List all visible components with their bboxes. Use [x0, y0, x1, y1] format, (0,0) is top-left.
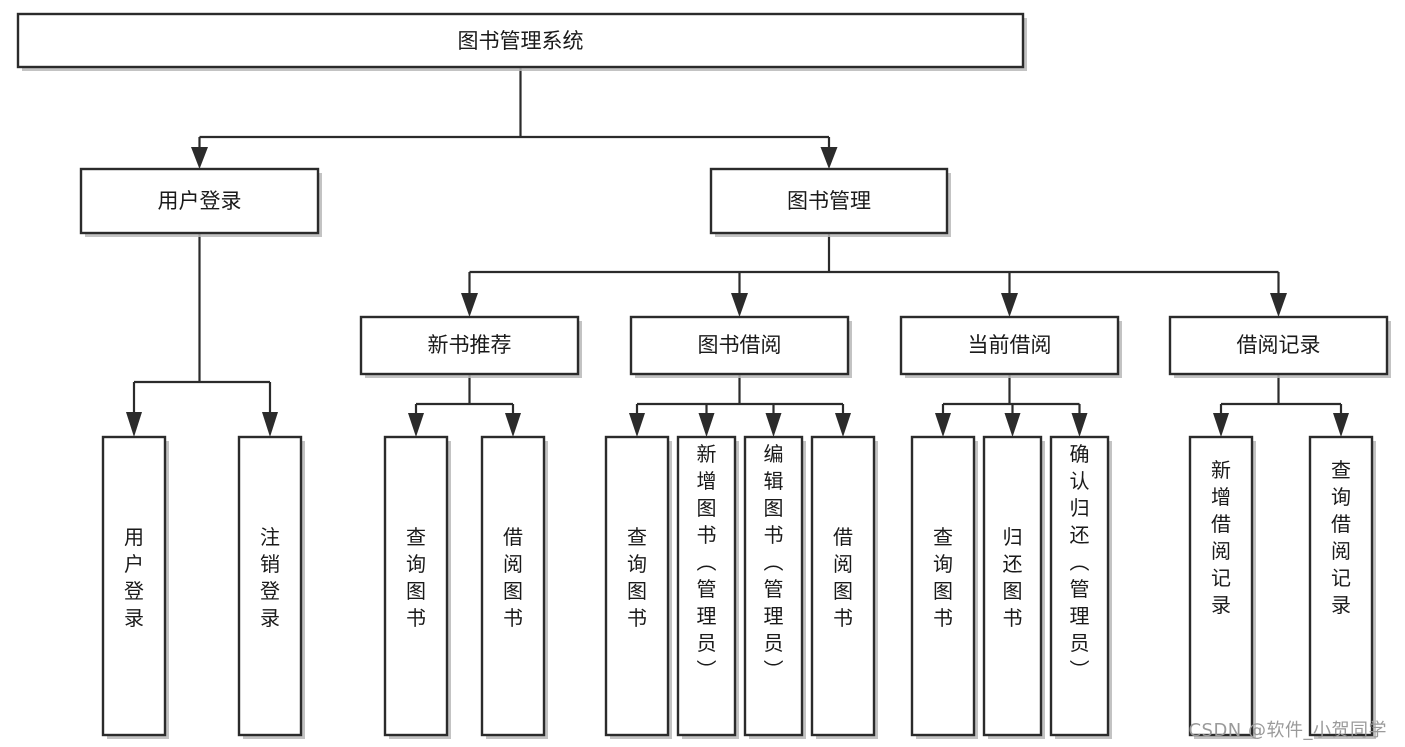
node-new-book-recommend[interactable]: 新书推荐	[359, 315, 582, 378]
edge-borrow-record-bus	[1219, 374, 1343, 416]
edge-book-borrow-bus	[635, 374, 845, 416]
node-book-management[interactable]: 图书管理	[709, 167, 951, 237]
arrowhead-user-login	[191, 147, 208, 169]
user-login-label: 用户登录	[158, 189, 242, 213]
node-leaf-query-book-current[interactable]: 查询图书	[910, 435, 978, 739]
edge-new-book-recommend-bus	[414, 374, 515, 416]
leaf-query-borrow-record-box[interactable]	[1308, 435, 1374, 737]
paren-glyph: ︶	[1070, 658, 1090, 682]
leaf-borrow-book-box[interactable]	[810, 435, 876, 737]
node-book-borrow[interactable]: 图书借阅	[629, 315, 852, 378]
edge-user-login-bus	[132, 233, 272, 414]
leaf-query-book-borrow-label: 查询图书	[627, 525, 647, 630]
edge-current-borrow-bus	[941, 374, 1081, 416]
borrow-record-box[interactable]	[1168, 315, 1389, 376]
leaf-borrow-book-recommend-box[interactable]	[480, 435, 546, 737]
arrowhead-book-borrow	[731, 293, 748, 317]
arrowhead-leaf-query-book-borrow	[629, 413, 645, 437]
node-user-login[interactable]: 用户登录	[79, 167, 322, 237]
edges-layer	[126, 67, 1349, 437]
edge-book-management-bus	[468, 233, 1280, 295]
arrowhead-leaf-confirm-return	[1071, 413, 1088, 437]
arrowhead-leaf-return-book	[1004, 413, 1021, 437]
leaf-add-book-label: 新增图书︵管理员︶	[697, 442, 717, 682]
arrowhead-current-borrow	[1001, 293, 1018, 317]
leaf-confirm-return-box[interactable]	[1049, 435, 1110, 737]
leaf-query-book-borrow-box[interactable]	[604, 435, 670, 737]
leaf-add-book-box[interactable]	[676, 435, 737, 737]
node-root-system[interactable]: 图书管理系统	[16, 12, 1027, 71]
user-login-box[interactable]	[79, 167, 320, 235]
node-leaf-return-book[interactable]: 归还图书	[982, 435, 1045, 739]
arrowhead-book-management	[820, 147, 838, 169]
arrowhead-leaf-add-book	[698, 413, 715, 437]
arrowhead-leaf-query-book-current	[935, 413, 951, 437]
arrowhead-leaf-borrow-book	[835, 413, 851, 437]
arrowhead-leaf-add-borrow-record	[1213, 413, 1229, 437]
arrowhead-leaf-logout	[262, 412, 278, 437]
leaf-add-borrow-record-label: 新增借阅记录	[1211, 458, 1231, 617]
book-management-box[interactable]	[709, 167, 949, 235]
leaf-query-borrow-record-label: 查询借阅记录	[1331, 458, 1351, 617]
leaf-borrow-book-label: 借阅图书	[833, 525, 853, 630]
leaf-query-book-recommend-label: 查询图书	[406, 525, 426, 630]
node-leaf-logout[interactable]: 注销登录	[237, 435, 305, 739]
leaf-query-book-current-label: 查询图书	[933, 525, 953, 630]
book-borrow-box[interactable]	[629, 315, 850, 376]
leaf-query-book-recommend-box[interactable]	[383, 435, 449, 737]
node-leaf-edit-book[interactable]: 编辑图书︵管理员︶	[743, 435, 806, 739]
leaf-logout-label: 注销登录	[260, 525, 280, 630]
book-borrow-label: 图书借阅	[698, 333, 782, 357]
leaf-return-book-label: 归还图书	[1003, 525, 1023, 630]
current-borrow-label: 当前借阅	[968, 333, 1052, 357]
node-leaf-query-borrow-record[interactable]: 查询借阅记录	[1308, 435, 1376, 739]
root-box[interactable]	[16, 12, 1025, 69]
paren-glyph: ︶	[764, 658, 784, 682]
book-management-label: 图书管理	[787, 189, 871, 213]
leaf-nodes-layer: 用户登录 注销登录 查询图书 借阅图书 查询图书 新增图书︵管理员︶ 编辑图书︵管理员︶ 借阅…	[101, 435, 1376, 739]
borrow-record-label: 借阅记录	[1237, 333, 1321, 357]
node-leaf-add-borrow-record[interactable]: 新增借阅记录	[1188, 435, 1256, 739]
node-current-borrow[interactable]: 当前借阅	[899, 315, 1122, 378]
leaf-edit-book-box[interactable]	[743, 435, 804, 737]
arrowhead-leaf-borrow-book-recommend	[505, 413, 521, 437]
leaf-query-book-current-box[interactable]	[910, 435, 976, 737]
node-leaf-query-book-recommend[interactable]: 查询图书	[383, 435, 451, 739]
node-leaf-borrow-book[interactable]: 借阅图书	[810, 435, 878, 739]
leaf-edit-book-label: 编辑图书︵管理员︶	[764, 442, 784, 682]
leaf-add-borrow-record-box[interactable]	[1188, 435, 1254, 737]
leaf-return-book-box[interactable]	[982, 435, 1043, 737]
node-borrow-record[interactable]: 借阅记录	[1168, 315, 1391, 378]
current-borrow-box[interactable]	[899, 315, 1120, 376]
leaf-confirm-return-label: 确认归还︵管理员︶	[1070, 442, 1090, 682]
arrowhead-leaf-user-login	[126, 412, 142, 437]
node-leaf-confirm-return[interactable]: 确认归还︵管理员︶	[1049, 435, 1112, 739]
leaf-user-login-box[interactable]	[101, 435, 167, 737]
paren-glyph: ︵	[697, 550, 717, 574]
arrowhead-borrow-record	[1270, 293, 1287, 317]
leaf-user-login-label: 用户登录	[124, 525, 144, 630]
node-leaf-add-book[interactable]: 新增图书︵管理员︶	[676, 435, 739, 739]
root-label: 图书管理系统	[458, 29, 584, 53]
arrowhead-new-book-recommend	[461, 293, 478, 317]
edge-root-bus	[198, 67, 831, 155]
node-leaf-user-login[interactable]: 用户登录	[101, 435, 169, 739]
paren-glyph: ︵	[1070, 550, 1090, 574]
arrowhead-leaf-query-borrow-record	[1333, 413, 1349, 437]
arrowhead-leaf-query-book-recommend	[408, 413, 424, 437]
arrowhead-leaf-edit-book	[765, 413, 782, 437]
node-leaf-borrow-book-recommend[interactable]: 借阅图书	[480, 435, 548, 739]
new-book-recommend-box[interactable]	[359, 315, 580, 376]
leaf-logout-box[interactable]	[237, 435, 303, 737]
leaf-borrow-book-recommend-label: 借阅图书	[503, 525, 523, 630]
new-book-recommend-label: 新书推荐	[428, 333, 512, 357]
paren-glyph: ︶	[697, 658, 717, 682]
paren-glyph: ︵	[764, 550, 784, 574]
node-leaf-query-book-borrow[interactable]: 查询图书	[604, 435, 672, 739]
